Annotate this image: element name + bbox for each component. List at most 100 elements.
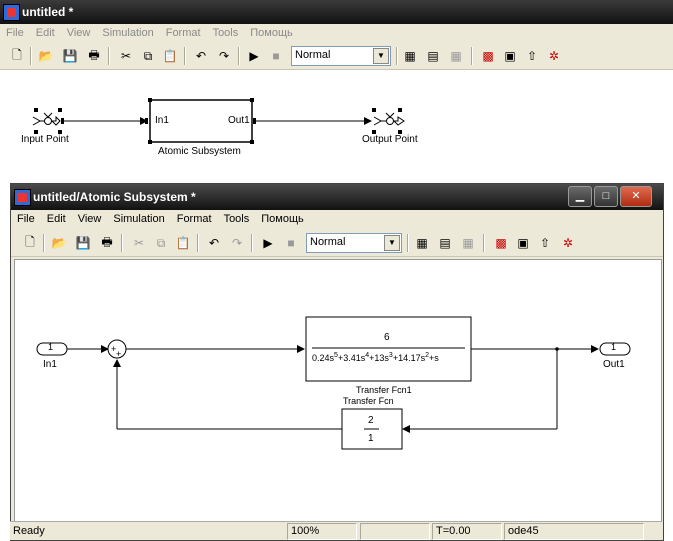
open-icon[interactable]: 📂 bbox=[51, 236, 67, 250]
minimize-button[interactable]: ▁ bbox=[568, 186, 592, 207]
simulink-app-icon bbox=[3, 4, 20, 21]
library-browser-icon[interactable]: ▩ bbox=[482, 49, 494, 63]
model-explorer-icon[interactable]: ▣ bbox=[504, 49, 516, 63]
transfer-fcn1-block[interactable] bbox=[305, 316, 472, 382]
close-button[interactable]: ✕ bbox=[620, 186, 652, 207]
cut-icon[interactable]: ✂ bbox=[133, 236, 145, 250]
simulation-time: T=0.00 bbox=[432, 523, 502, 540]
undo-icon[interactable]: ↶ bbox=[195, 49, 207, 63]
zoom-level: 100% bbox=[287, 523, 357, 540]
new-icon[interactable]: 🗋 bbox=[25, 234, 35, 249]
transfer-fcn-numerator: 2 bbox=[368, 415, 374, 426]
undo-icon[interactable]: ↶ bbox=[208, 236, 220, 250]
debugger-icon[interactable]: ✲ bbox=[548, 49, 560, 63]
redo-icon[interactable]: ↷ bbox=[218, 49, 230, 63]
print-icon[interactable]: 🖶 bbox=[101, 234, 113, 249]
subsystem-window: untitled/Atomic Subsystem * ▁ □ ✕ File Ed… bbox=[10, 183, 664, 541]
build-icon[interactable]: ▦ bbox=[416, 236, 428, 250]
in1-port-number: 1 bbox=[48, 342, 54, 352]
go-to-parent-icon[interactable]: ⇧ bbox=[539, 236, 551, 250]
arrowhead bbox=[364, 117, 372, 125]
output-point-block[interactable] bbox=[372, 108, 405, 134]
main-model-canvas[interactable]: Input Point In1 Out1 Atomic Subsystem Ou… bbox=[0, 70, 673, 183]
menu-file[interactable]: File bbox=[6, 27, 24, 39]
save-icon[interactable]: 💾 bbox=[62, 49, 78, 63]
menu-tools[interactable]: Tools bbox=[212, 27, 239, 39]
menu-view[interactable]: View bbox=[77, 213, 102, 225]
subsystem-model-canvas[interactable]: + + 1 In1 1 Out1 6 0.24s5+3.41s4 bbox=[14, 259, 662, 523]
main-title-bar[interactable]: untitled * bbox=[0, 0, 673, 24]
toolbar-separator bbox=[197, 234, 199, 252]
update-diagram-icon[interactable]: ▤ bbox=[439, 236, 451, 250]
subsystem-toolbar: 🗋 📂 💾 🖶 ✂ ⧉ 📋 ↶ ↷ ▶ ■ Normal ▼ ▦ ▤ ▦ ▩ ▣… bbox=[11, 230, 663, 257]
subsystem-window-title: untitled/Atomic Subsystem * bbox=[33, 190, 196, 204]
paste-icon[interactable]: 📋 bbox=[162, 49, 178, 63]
copy-icon[interactable]: ⧉ bbox=[156, 235, 166, 250]
chevron-down-icon[interactable]: ▼ bbox=[373, 48, 389, 64]
menu-view[interactable]: View bbox=[66, 27, 91, 39]
menu-simulation[interactable]: Simulation bbox=[102, 27, 154, 39]
subsystem-diagram-svg: + + bbox=[36, 316, 631, 450]
simulink-app-icon bbox=[14, 189, 31, 206]
toolbar-separator bbox=[471, 47, 473, 65]
simulation-mode-select[interactable]: Normal ▼ bbox=[291, 46, 391, 66]
menu-help[interactable]: Помощь bbox=[250, 27, 293, 39]
debugger-icon[interactable]: ✲ bbox=[562, 236, 574, 250]
in1-label: In1 bbox=[43, 359, 57, 370]
arrowhead bbox=[297, 345, 305, 353]
stop-simulation-icon[interactable]: ■ bbox=[287, 236, 295, 250]
menu-edit[interactable]: Edit bbox=[46, 213, 66, 225]
toolbar-separator bbox=[108, 47, 110, 65]
open-icon[interactable]: 📂 bbox=[38, 49, 54, 63]
main-window-title: untitled * bbox=[22, 5, 74, 19]
out1-port-block[interactable] bbox=[599, 342, 631, 356]
stop-simulation-icon[interactable]: ■ bbox=[272, 49, 280, 63]
out1-label: Out1 bbox=[603, 359, 625, 370]
transfer-fcn-label: Transfer Fcn bbox=[343, 396, 394, 406]
input-point-label: Input Point bbox=[21, 134, 69, 145]
copy-icon[interactable]: ⧉ bbox=[143, 48, 153, 63]
main-diagram-svg bbox=[32, 98, 405, 144]
sum-plus-sign: + bbox=[111, 344, 116, 354]
build-subsystem-icon[interactable]: ▦ bbox=[462, 236, 474, 250]
subsystem-title-bar[interactable]: untitled/Atomic Subsystem * ▁ □ ✕ bbox=[11, 184, 663, 210]
solver-name: ode45 bbox=[504, 523, 644, 540]
redo-icon[interactable]: ↷ bbox=[231, 236, 243, 250]
transfer-fcn1-numerator: 6 bbox=[384, 332, 390, 343]
sum-plus-sign: + bbox=[116, 349, 121, 359]
save-icon[interactable]: 💾 bbox=[75, 236, 91, 250]
chevron-down-icon[interactable]: ▼ bbox=[384, 235, 400, 251]
menu-file[interactable]: File bbox=[17, 213, 35, 225]
arrowhead bbox=[113, 359, 121, 367]
transfer-fcn1-denominator: 0.24s5+3.41s4+13s3+14.17s2+s bbox=[312, 352, 439, 363]
atomic-subsystem-block[interactable] bbox=[148, 98, 254, 144]
toolbar-separator bbox=[43, 234, 45, 252]
menu-tools[interactable]: Tools bbox=[223, 213, 250, 225]
update-diagram-icon[interactable]: ▤ bbox=[427, 49, 439, 63]
menu-help[interactable]: Помощь bbox=[261, 213, 304, 225]
menu-simulation[interactable]: Simulation bbox=[113, 213, 165, 225]
paste-icon[interactable]: 📋 bbox=[175, 236, 191, 250]
go-to-parent-icon[interactable]: ⇧ bbox=[526, 49, 538, 63]
build-icon[interactable]: ▦ bbox=[404, 49, 416, 63]
maximize-button[interactable]: □ bbox=[594, 186, 618, 207]
simulation-mode-select[interactable]: Normal ▼ bbox=[306, 233, 402, 253]
print-icon[interactable]: 🖶 bbox=[88, 47, 100, 62]
arrowhead bbox=[402, 425, 410, 433]
new-icon[interactable]: 🗋 bbox=[12, 47, 22, 62]
start-simulation-icon[interactable]: ▶ bbox=[249, 49, 259, 63]
model-explorer-icon[interactable]: ▣ bbox=[517, 236, 529, 250]
build-subsystem-icon[interactable]: ▦ bbox=[450, 49, 462, 63]
menu-edit[interactable]: Edit bbox=[35, 27, 55, 39]
start-simulation-icon[interactable]: ▶ bbox=[263, 236, 273, 250]
subsystem-out-port-label: Out1 bbox=[228, 115, 250, 126]
menu-format[interactable]: Format bbox=[165, 27, 201, 39]
cut-icon[interactable]: ✂ bbox=[120, 49, 132, 63]
main-menubar: File Edit View Simulation Format Tools Помощь bbox=[0, 24, 673, 43]
subsystem-menubar: File Edit View Simulation Format Tools Помощь bbox=[11, 210, 663, 229]
subsystem-in-port-label: In1 bbox=[155, 115, 169, 126]
menu-format[interactable]: Format bbox=[176, 213, 212, 225]
transfer-fcn1-label: Transfer Fcn1 bbox=[356, 385, 412, 395]
input-point-block[interactable] bbox=[32, 108, 64, 134]
library-browser-icon[interactable]: ▩ bbox=[495, 236, 507, 250]
